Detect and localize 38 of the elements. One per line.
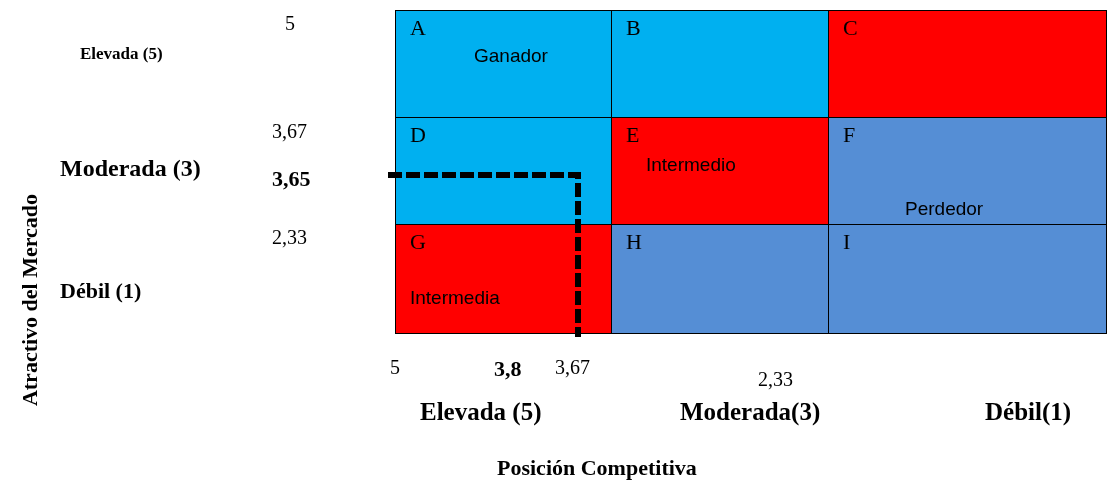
axis-title: Posición Competitiva — [497, 455, 697, 481]
axis-level-label: Débil (1) — [60, 278, 142, 304]
tick-value: 2,33 — [272, 226, 307, 249]
tick-value: 3,67 — [272, 120, 307, 143]
matrix-cell — [828, 117, 1107, 225]
marker-value: 3,8 — [494, 356, 522, 382]
axis-level-label: Elevada (5) — [420, 398, 542, 426]
cell-letter: A — [410, 15, 426, 41]
tick-value: 5 — [390, 356, 400, 379]
cell-letter: B — [626, 15, 641, 41]
cell-letter: G — [410, 229, 426, 255]
axis-title: Atractivo del Mercado — [17, 193, 43, 407]
matrix-cell — [828, 10, 1107, 118]
matrix-cell — [395, 117, 612, 225]
axis-level-label: Moderada(3) — [680, 398, 821, 426]
axis-level-label: Elevada (5) — [80, 44, 163, 64]
matrix-cell — [611, 10, 829, 118]
axis-level-label: Moderada (3) — [60, 155, 201, 182]
tick-value: 2,33 — [758, 368, 793, 391]
quadrant-label: Perdedor — [905, 198, 984, 220]
quadrant-label: Intermedio — [646, 154, 736, 176]
matrix-cell — [611, 224, 829, 334]
matrix-cell — [395, 10, 612, 118]
quadrant-label: Intermedia — [410, 287, 500, 309]
matrix-cell — [828, 224, 1107, 334]
axis-level-label: Débil(1) — [985, 398, 1072, 426]
cell-letter: F — [843, 122, 856, 148]
marker-value: 3,65 — [272, 166, 311, 192]
matrix-cell — [395, 224, 612, 334]
matrix-cell — [611, 117, 829, 225]
cell-letter: D — [410, 122, 426, 148]
quadrant-label: Ganador — [474, 45, 548, 67]
cell-letter: E — [626, 122, 640, 148]
cell-letter: I — [843, 229, 851, 255]
tick-value: 3,67 — [555, 356, 590, 379]
tick-value: 5 — [285, 12, 295, 35]
cell-letter: C — [843, 15, 858, 41]
cell-letter: H — [626, 229, 642, 255]
